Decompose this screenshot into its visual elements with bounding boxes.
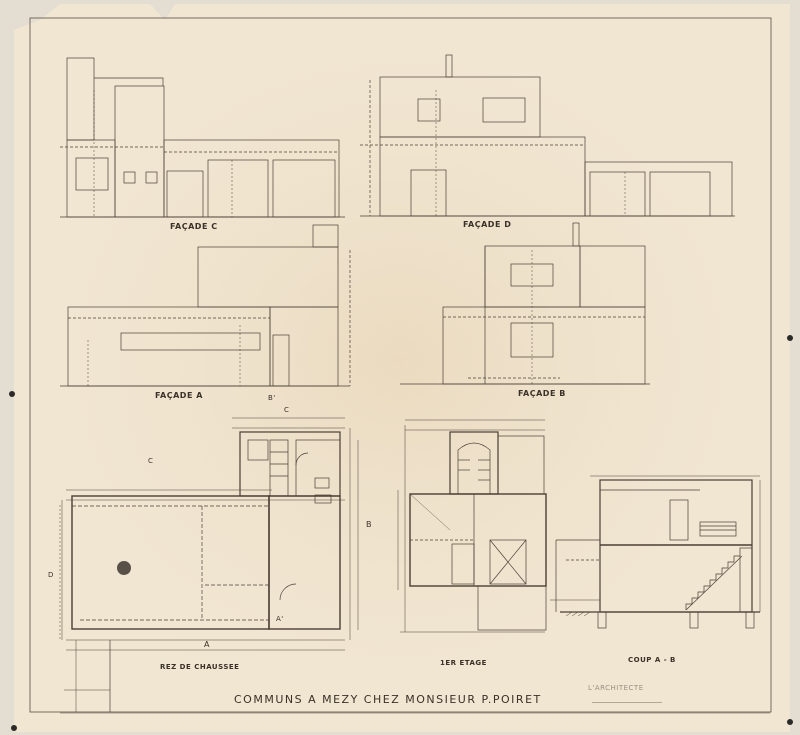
facade-c-drawing	[60, 57, 345, 218]
ground-floor-plan	[59, 417, 359, 712]
facade-a-drawing	[60, 224, 351, 387]
label-first-floor: 1ER ETAGE	[440, 659, 487, 667]
facade-b-drawing	[400, 222, 650, 385]
marker-c-left: C	[148, 457, 154, 465]
pins	[9, 335, 793, 731]
marker-d: D	[48, 571, 54, 579]
marker-c-top: C	[284, 406, 290, 414]
architect-signature	[592, 694, 662, 703]
border-frame	[29, 17, 772, 713]
marker-b: B	[366, 520, 372, 529]
marker-a-prime: A'	[276, 615, 284, 623]
label-facade-a: FAÇADE A	[155, 391, 203, 400]
ground-hatch	[565, 611, 591, 617]
label-ground-floor: REZ DE CHAUSSEE	[160, 663, 240, 671]
first-floor-plan	[397, 419, 547, 633]
marker-b-prime: B'	[268, 394, 276, 402]
label-facade-c: FAÇADE C	[170, 222, 218, 231]
label-facade-b: FAÇADE B	[518, 389, 566, 398]
architect-stamp: L'ARCHITECTE	[588, 684, 644, 692]
label-section: COUP A - B	[628, 656, 676, 664]
sheet-title: COMMUNS A MEZY CHEZ MONSIEUR P.POIRET	[234, 693, 542, 706]
section-drawing	[550, 475, 761, 629]
label-facade-d: FAÇADE D	[463, 220, 512, 229]
marker-a: A	[204, 640, 210, 649]
facade-d-drawing	[360, 54, 735, 217]
ink-spot	[117, 561, 131, 575]
